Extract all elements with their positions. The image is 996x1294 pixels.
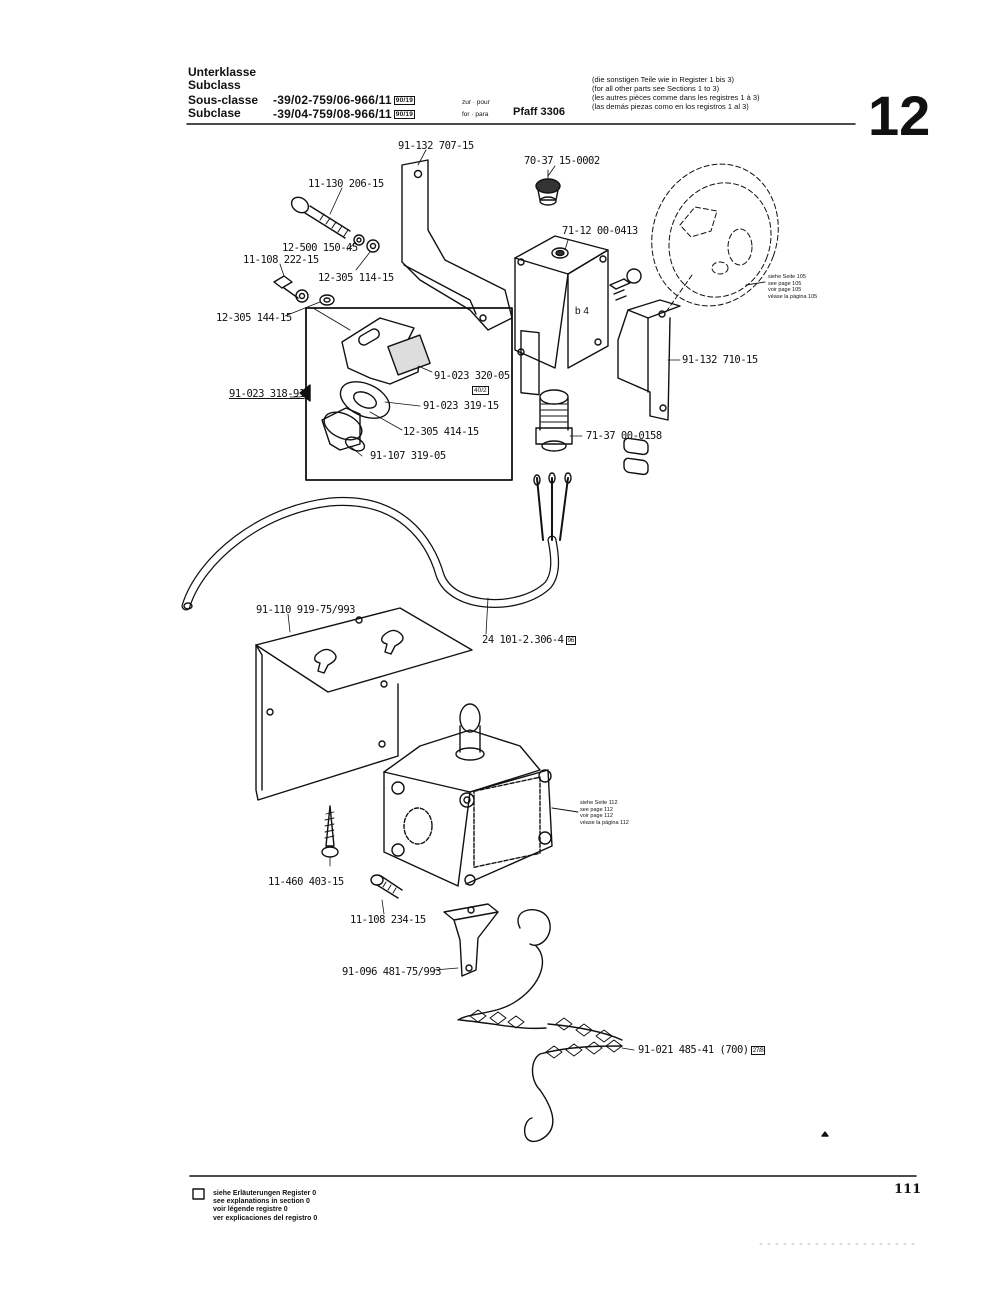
header-label-fr: Sous-classe (188, 93, 259, 107)
mounting-plate (255, 607, 473, 801)
part-label-chain-bracket: 91-096 481-75/993 (342, 966, 441, 978)
machine-name: Pfaff 3306 (513, 106, 565, 118)
legend-square-icon (192, 1188, 205, 1200)
wood-screw (321, 805, 339, 858)
screw-11-108-222 (273, 275, 335, 306)
header-label-en: Subclass (188, 78, 241, 92)
inset-parts (321, 317, 431, 452)
header-label-es: Subclase (188, 106, 241, 120)
part-number-chain: 91-021 485-41 (700) (638, 1044, 749, 1056)
section-number: 12 (868, 84, 931, 147)
screw-11-130 (290, 196, 351, 239)
part-label-wood-screw: 11-460 403-15 (268, 876, 344, 888)
chain-bracket (443, 903, 499, 977)
header-note-fr: (les autres pièces comme dans les regist… (592, 93, 760, 102)
header-note-es: (las demás piezas como en los registros … (592, 102, 749, 111)
crossref-105-es: véase la página 105 (768, 293, 818, 300)
model-number-2: -39/04-759/08-966/11 (273, 107, 392, 121)
angle-bracket-710 (617, 299, 681, 476)
part-label-cap-107: 91-107 319-05 (370, 450, 446, 462)
cap-70-37 (535, 169, 561, 206)
model-badge-2: 90/19 (393, 110, 416, 120)
part-label-block-320: 91-023 320-05 (434, 370, 510, 382)
model-number-1: -39/02-759/06-966/11 (273, 93, 392, 107)
cable-gland (535, 389, 573, 452)
page-number: 111 (894, 1182, 922, 1197)
part-label-washer-500: 12-500 150-45 (282, 242, 358, 254)
model-badge-1: 90/19 (393, 96, 416, 106)
part-label-screw-222: 11-108 222-15 (243, 254, 319, 266)
bent-bracket (401, 159, 513, 331)
part-label-washer-414: 12-305 414-15 (403, 426, 479, 438)
crossref-105-en: see page 105 (768, 280, 802, 287)
zur-pour-label: zur · pour (462, 99, 490, 106)
crossref-112: siehe Seite 112 see page 112 voir page 1… (580, 800, 629, 826)
header-label-de: Unterklasse (188, 65, 257, 79)
part-label-bent-bracket: 91-132 707-15 (398, 140, 474, 152)
part-label-chain: 91-021 485-41 (700)27/8 (638, 1044, 766, 1056)
badge-40-2: 40/2 (472, 386, 489, 396)
part-label-screw-130: 11-130 206-15 (308, 178, 384, 190)
cam-dashed (651, 163, 779, 313)
part-label-inset-assembly: 91-023 318-91 (229, 388, 305, 400)
part-label-screw-234: 11-108 234-15 (350, 914, 426, 926)
part-number-cable: 24 101-2.306-4 (482, 634, 564, 646)
crossref-105-de: siehe Seite 105 (768, 274, 806, 280)
part-badge-block-320: 40/2 (470, 382, 489, 400)
footer-legend-de: siehe Erläuterungen Register 0 (213, 1190, 317, 1197)
part-label-washer-114: 12-305 114-15 (318, 272, 394, 284)
part-label-319: 91-023 319-15 (423, 400, 499, 412)
footer-legend-fr: voir légende registre 0 (213, 1206, 288, 1214)
header-note-en: (for all other parts see Sections 1 to 3… (592, 84, 720, 93)
switch-box-b4 (514, 235, 642, 396)
badge-27-8: 27/8 (750, 1045, 766, 1055)
limit-switch-assembly (383, 703, 579, 887)
part-label-gland: 71-37 00-0158 (586, 430, 662, 442)
crossref-105-fr: voir page 105 (768, 287, 802, 293)
part-label-cap: 70-37 15-0002 (524, 155, 600, 167)
crossref-112-es: véase la página 112 (580, 819, 629, 826)
part-label-plate: 91-110 919-75/993 (256, 604, 355, 616)
for-para-label: for · para (462, 111, 489, 118)
footer-legend-es: ver explicaciones del registro 0 (213, 1214, 318, 1222)
crossref-112-fr: voir page 112 (580, 813, 613, 819)
badge-96: 96 (565, 635, 576, 645)
crossref-105: siehe Seite 105 see page 105 voir page 1… (768, 274, 817, 300)
crossref-112-de: siehe Seite 112 (580, 800, 618, 806)
header-note-de: (die sonstigen Teile wie in Register 1 b… (592, 75, 735, 84)
crossref-112-en: see page 112 (580, 806, 613, 813)
footer-legend: siehe Erläuterungen Register 0 see expla… (213, 1190, 317, 1223)
cable (181, 472, 572, 611)
chain-with-hooks (457, 909, 623, 1143)
switch-designation-b4: b 4 (575, 306, 589, 317)
part-label-switch-box: 71-12 00-0413 (562, 225, 638, 237)
screw-11-108-234 (370, 874, 403, 899)
part-label-washer-144: 12-305 144-15 (216, 312, 292, 324)
footer-legend-en: see explanations in section 0 (213, 1198, 310, 1206)
part-label-bracket-710: 91-132 710-15 (682, 354, 758, 366)
